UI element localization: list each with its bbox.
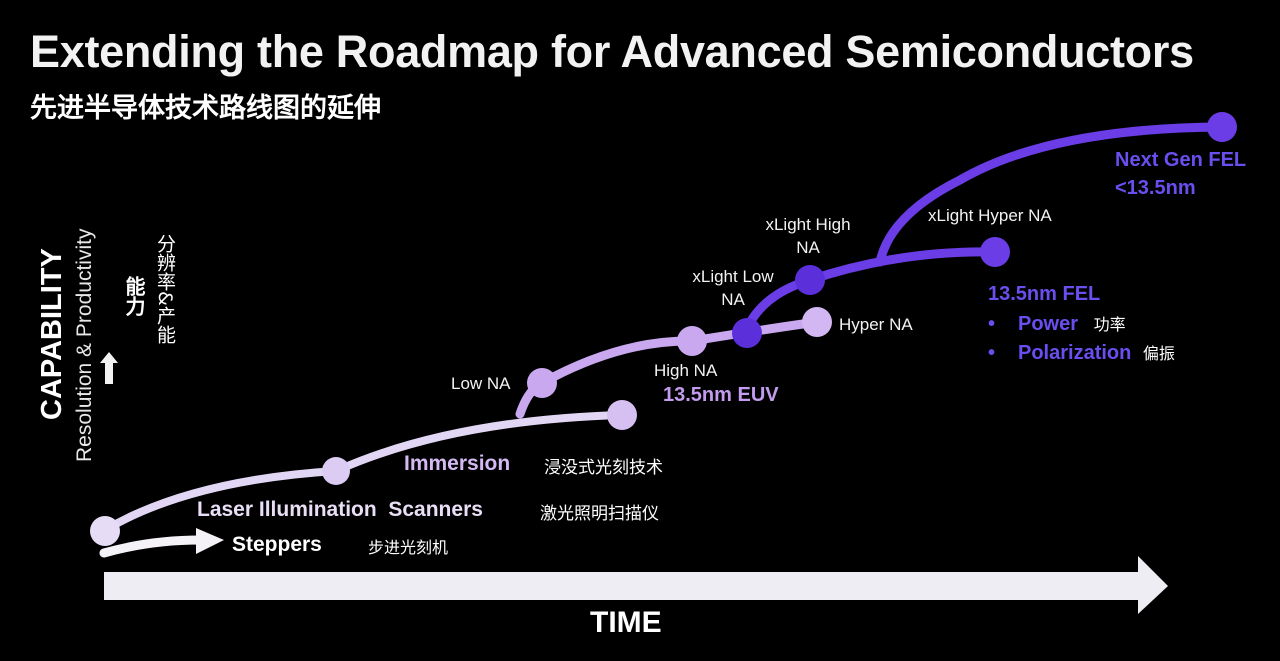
- up-arrow-shaft: [105, 362, 113, 384]
- node-fel[interactable]: [980, 237, 1010, 267]
- polarization-label-cn: 偏振: [1142, 344, 1175, 363]
- node-xlight-low-na[interactable]: [732, 318, 762, 348]
- xlight-low-na-line2: NA: [721, 290, 745, 309]
- power-label-cn: 功率: [1093, 315, 1126, 334]
- stepper-arrow: [99, 535, 205, 558]
- page-subtitle: 先进半导体技术路线图的延伸: [30, 93, 381, 124]
- stepper-arrowhead: [196, 528, 224, 554]
- high-na-label: High NA: [654, 361, 718, 380]
- node-scanners[interactable]: [322, 457, 350, 485]
- xlight-hyper-na-label: xLight Hyper NA: [928, 206, 1052, 225]
- capability-label-cn: 能力: [122, 276, 146, 316]
- low-na-label: Low NA: [451, 374, 511, 393]
- steppers-label-cn: 步进光刻机: [368, 538, 449, 557]
- node-hyper-na[interactable]: [802, 307, 832, 337]
- node-low-na[interactable]: [527, 368, 557, 398]
- capability-sublabel-cn: 分辨率&产能: [154, 234, 176, 344]
- capability-label: CAPABILITY: [36, 248, 68, 420]
- xlight-high-na-label: xLight High NA: [755, 213, 861, 259]
- steppers-label: Steppers: [232, 533, 322, 556]
- next-gen-line2: <13.5nm: [1115, 177, 1196, 199]
- xlight-high-na-line2: NA: [796, 238, 820, 257]
- bullet-icon: •: [988, 313, 996, 335]
- xlight-high-na-line1: xLight High: [765, 215, 851, 234]
- node-immersion[interactable]: [607, 400, 637, 430]
- hyper-na-label: Hyper NA: [839, 315, 913, 334]
- scanners-label: Laser Illumination Scanners: [197, 498, 483, 521]
- fel-label: 13.5nm FEL: [988, 283, 1101, 305]
- immersion-label-cn: 浸没式光刻技术: [544, 458, 663, 478]
- fel-bullet-polarization: • Polarization 偏振: [988, 340, 1175, 365]
- fel-bullet-power: • Power 功率: [988, 311, 1126, 336]
- node-high-na[interactable]: [677, 326, 707, 356]
- power-label: Power: [1018, 313, 1079, 335]
- bullet-icon: •: [988, 342, 996, 364]
- time-label: TIME: [590, 606, 662, 639]
- up-arrow-icon: [100, 352, 118, 363]
- next-gen-label: Next Gen FEL <13.5nm: [1115, 146, 1246, 202]
- node-next-gen[interactable]: [1207, 112, 1237, 142]
- next-gen-line1: Next Gen FEL: [1115, 149, 1247, 171]
- immersion-label: Immersion: [404, 452, 511, 475]
- xlight-low-na-line1: xLight Low: [692, 267, 774, 286]
- scanners-label-cn: 激光照明扫描仪: [540, 504, 659, 524]
- capability-sublabel: Resolution & Productivity: [73, 228, 96, 462]
- xlight-low-na-label: xLight Low NA: [683, 265, 783, 311]
- node-steppers[interactable]: [90, 516, 120, 546]
- node-xlight-high-na[interactable]: [795, 265, 825, 295]
- next-gen-curve: [875, 122, 1227, 267]
- page-title: Extending the Roadmap for Advanced Semic…: [30, 26, 1194, 77]
- polarization-label: Polarization: [1018, 342, 1132, 364]
- euv-label: 13.5nm EUV: [663, 384, 779, 406]
- time-arrow: [104, 556, 1168, 614]
